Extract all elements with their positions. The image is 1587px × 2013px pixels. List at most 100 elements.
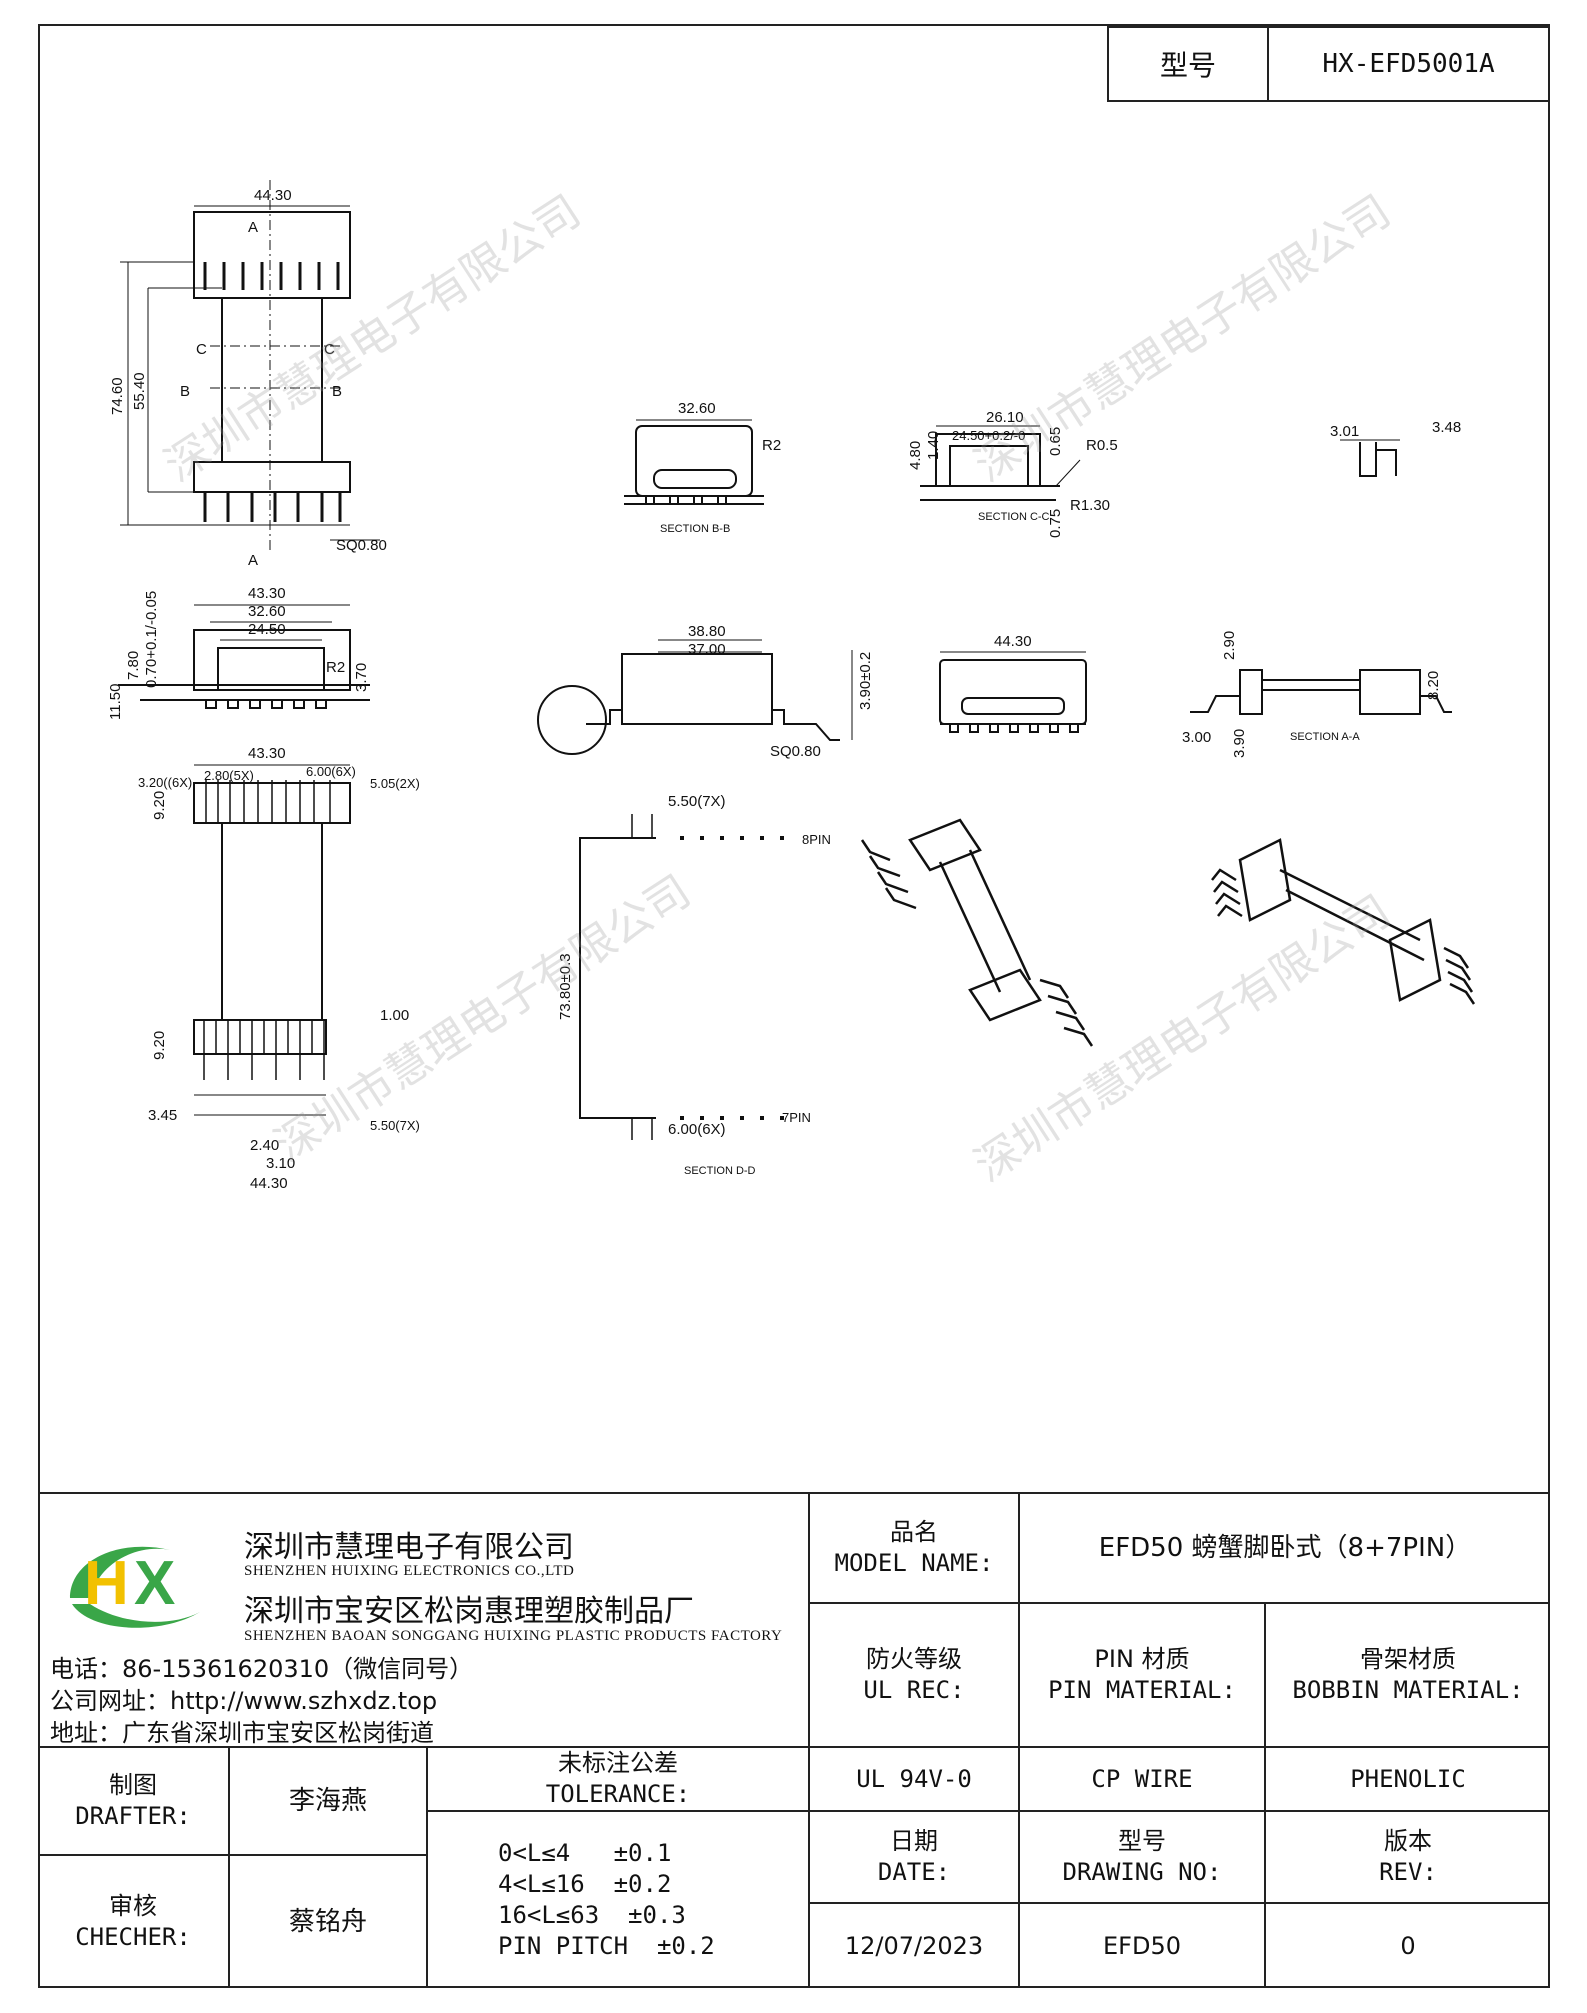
fv-h3: 0.70+0.1/-0.05 <box>143 591 160 688</box>
side-d2: 37.00 <box>688 641 726 658</box>
checker-label: 审核 CHECHER: <box>75 1892 191 1951</box>
fv-w2: 32.60 <box>248 603 286 620</box>
side-h: 3.90±0.2 <box>857 652 874 710</box>
company-name-en: SHENZHEN HUIXING ELECTRONICS CO.,LTD <box>244 1563 575 1579</box>
section-aa: 2.90 8.20 3.00 3.90 SECTION A-A <box>1182 631 1452 758</box>
bv-pitch2: 2.80(5X) <box>204 768 254 783</box>
ul-rec-label: 防火等级 UL REC: <box>863 1645 965 1704</box>
top-view: 44.30 A A C C B B SQ0.80 74.60 55.40 <box>109 180 387 569</box>
tv-sec-a-bot: A <box>248 552 258 569</box>
tv-overall: 74.60 <box>109 377 126 415</box>
section-dd: 5.50(7X) 8PIN 73.80±0.3 6.00(6X) 7PIN SE… <box>557 793 831 1177</box>
fv-w1: 43.30 <box>248 585 286 602</box>
model-key: 型号 <box>1109 28 1269 100</box>
side-d1: 38.80 <box>688 623 726 640</box>
tolerance-label: 未标注公差 TOLERANCE: <box>545 1749 691 1808</box>
bv-d240: 2.40 <box>250 1137 279 1154</box>
title-block: H X 深圳市慧理电子有限公司 SHENZHEN HUIXING ELECTRO… <box>38 1492 1550 1988</box>
saa-label: SECTION A-A <box>1290 731 1360 743</box>
pin-material-value: CP WIRE <box>1091 1764 1193 1793</box>
bottom-view: 43.30 3.20((6X) 2.80(5X) 6.00(6X) 5.05(2… <box>138 745 420 1192</box>
model-header: 型号 HX-EFD5001A <box>1107 26 1550 102</box>
contact-web: 公司网址：http://www.szhxdz.top <box>50 1687 438 1715</box>
pin-material-label: PIN 材质 PIN MATERIAL: <box>1048 1645 1236 1704</box>
front-view: 43.30 32.60 24.50 R2 11.50 7.80 0.70+0.1… <box>107 585 370 720</box>
saa-h1: 2.90 <box>1221 631 1238 660</box>
fv-w3: 24.50 <box>248 621 286 638</box>
factory-name-cn: 深圳市宝安区松岗惠理塑胶制品厂 <box>244 1594 694 1629</box>
saa-h2: 8.20 <box>1425 671 1442 700</box>
iso-view-left <box>860 818 1094 1047</box>
drawing-no-label: 型号 DRAWING NO: <box>1062 1827 1222 1886</box>
sdd-p1: 5.50(7X) <box>668 793 726 810</box>
scc-r1: R0.5 <box>1086 437 1118 454</box>
technical-drawing: 44.30 A A C C B B SQ0.80 74.60 55.40 43.… <box>40 140 1548 1480</box>
side-view: 38.80 37.00 3.90±0.2 SQ0.80 <box>537 623 874 760</box>
section-bb: 32.60 R2 SECTION B-B <box>624 400 781 535</box>
sdd-label: SECTION D-D <box>684 1165 756 1177</box>
bv-d345: 3.45 <box>148 1107 177 1124</box>
bv-d1: 1.00 <box>380 1007 409 1024</box>
bv-pitch3: 3.20((6X) <box>138 775 192 790</box>
scc-h2: 1.40 <box>925 431 942 460</box>
rev-value: 0 <box>1400 1931 1416 1960</box>
date-value: 12/07/2023 <box>844 1931 984 1960</box>
bv-width: 43.30 <box>248 745 286 762</box>
tv-sec-a-top: A <box>248 219 258 236</box>
drafter-name: 李海燕 <box>288 1785 367 1816</box>
bobbin-material-value: PHENOLIC <box>1350 1764 1466 1793</box>
contact-address: 地址：广东省深圳市宝安区松岗街道 <box>50 1719 434 1747</box>
sbb-width: 32.60 <box>678 400 716 417</box>
fv-r: R2 <box>326 659 345 676</box>
model-name-label: 品名 MODEL NAME: <box>834 1518 994 1577</box>
sdd-pins8: 8PIN <box>802 832 831 847</box>
bv-pitch6: 6.00(6X) <box>306 764 356 779</box>
company-name-cn: 深圳市慧理电子有限公司 <box>244 1530 574 1565</box>
detail-a: 3.01 <box>1330 423 1359 440</box>
rev-label: 版本 REV: <box>1379 1827 1437 1886</box>
scc-r2: R1.30 <box>1070 497 1110 514</box>
drawing-sheet <box>38 24 1550 1988</box>
company-logo: H X <box>70 1546 200 1628</box>
drawing-svg: 44.30 A A C C B B SQ0.80 74.60 55.40 43.… <box>107 180 1476 1192</box>
end-w: 44.30 <box>994 633 1032 650</box>
checker-name: 蔡铭舟 <box>288 1906 367 1937</box>
tv-sec-b-right: B <box>332 383 342 400</box>
fv-h1: 11.50 <box>107 684 124 720</box>
scc-h3: 0.65 <box>1047 427 1064 456</box>
drafter-label: 制图 DRAFTER: <box>75 1771 191 1830</box>
scc-inner: 24.50+0.2/-0 <box>952 428 1025 443</box>
side-sq: SQ0.80 <box>770 743 821 760</box>
model-value: HX-EFD5001A <box>1322 49 1495 79</box>
model-name-value: EFD50 螃蟹脚卧式（8+7PIN） <box>1098 1532 1472 1563</box>
bobbin-material-label: 骨架材质 BOBBIN MATERIAL: <box>1292 1645 1524 1704</box>
bv-pitch5: 5.05(2X) <box>370 776 420 791</box>
tv-width: 44.30 <box>254 187 292 204</box>
factory-name-en: SHENZHEN BAOAN SONGGANG HUIXING PLASTIC … <box>244 1628 783 1644</box>
fv-h4: 3.70 <box>353 663 370 692</box>
scc-label: SECTION C-C <box>978 511 1050 523</box>
sdd-span: 73.80±0.3 <box>557 953 574 1020</box>
tolerance-values: 0<L≤4 ±0.1 4<L≤16 ±0.2 16<L≤63 ±0.3 PIN … <box>498 1839 715 1960</box>
drawing-no-value: EFD50 <box>1103 1931 1181 1960</box>
tv-inner: 55.40 <box>131 372 148 410</box>
scc-h1: 4.80 <box>907 441 924 470</box>
bv-pitch7: 5.50(7X) <box>370 1118 420 1133</box>
saa-h3: 3.90 <box>1231 729 1248 758</box>
tv-pin-sq: SQ0.80 <box>336 537 387 554</box>
ul-value: UL 94V-0 <box>856 1764 972 1793</box>
detail-view: 3.01 3.48 <box>1330 419 1461 477</box>
contact-phone: 电话：86-15361620310（微信同号） <box>50 1655 474 1683</box>
company-block: H X 深圳市慧理电子有限公司 SHENZHEN HUIXING ELECTRO… <box>46 1500 836 1740</box>
sbb-r: R2 <box>762 437 781 454</box>
bv-h-bot: 9.20 <box>151 1031 168 1060</box>
scc-w: 26.10 <box>986 409 1024 426</box>
iso-view-right <box>1211 838 1476 1005</box>
date-label: 日期 DATE: <box>877 1827 951 1886</box>
bv-h-top: 9.20 <box>151 791 168 820</box>
sdd-p2: 6.00(6X) <box>668 1121 726 1138</box>
bv-total: 44.30 <box>250 1175 288 1192</box>
scc-h4: 0.75 <box>1047 509 1064 538</box>
svg-text:H: H <box>84 1549 129 1618</box>
tv-sec-c-right: C <box>324 341 335 358</box>
